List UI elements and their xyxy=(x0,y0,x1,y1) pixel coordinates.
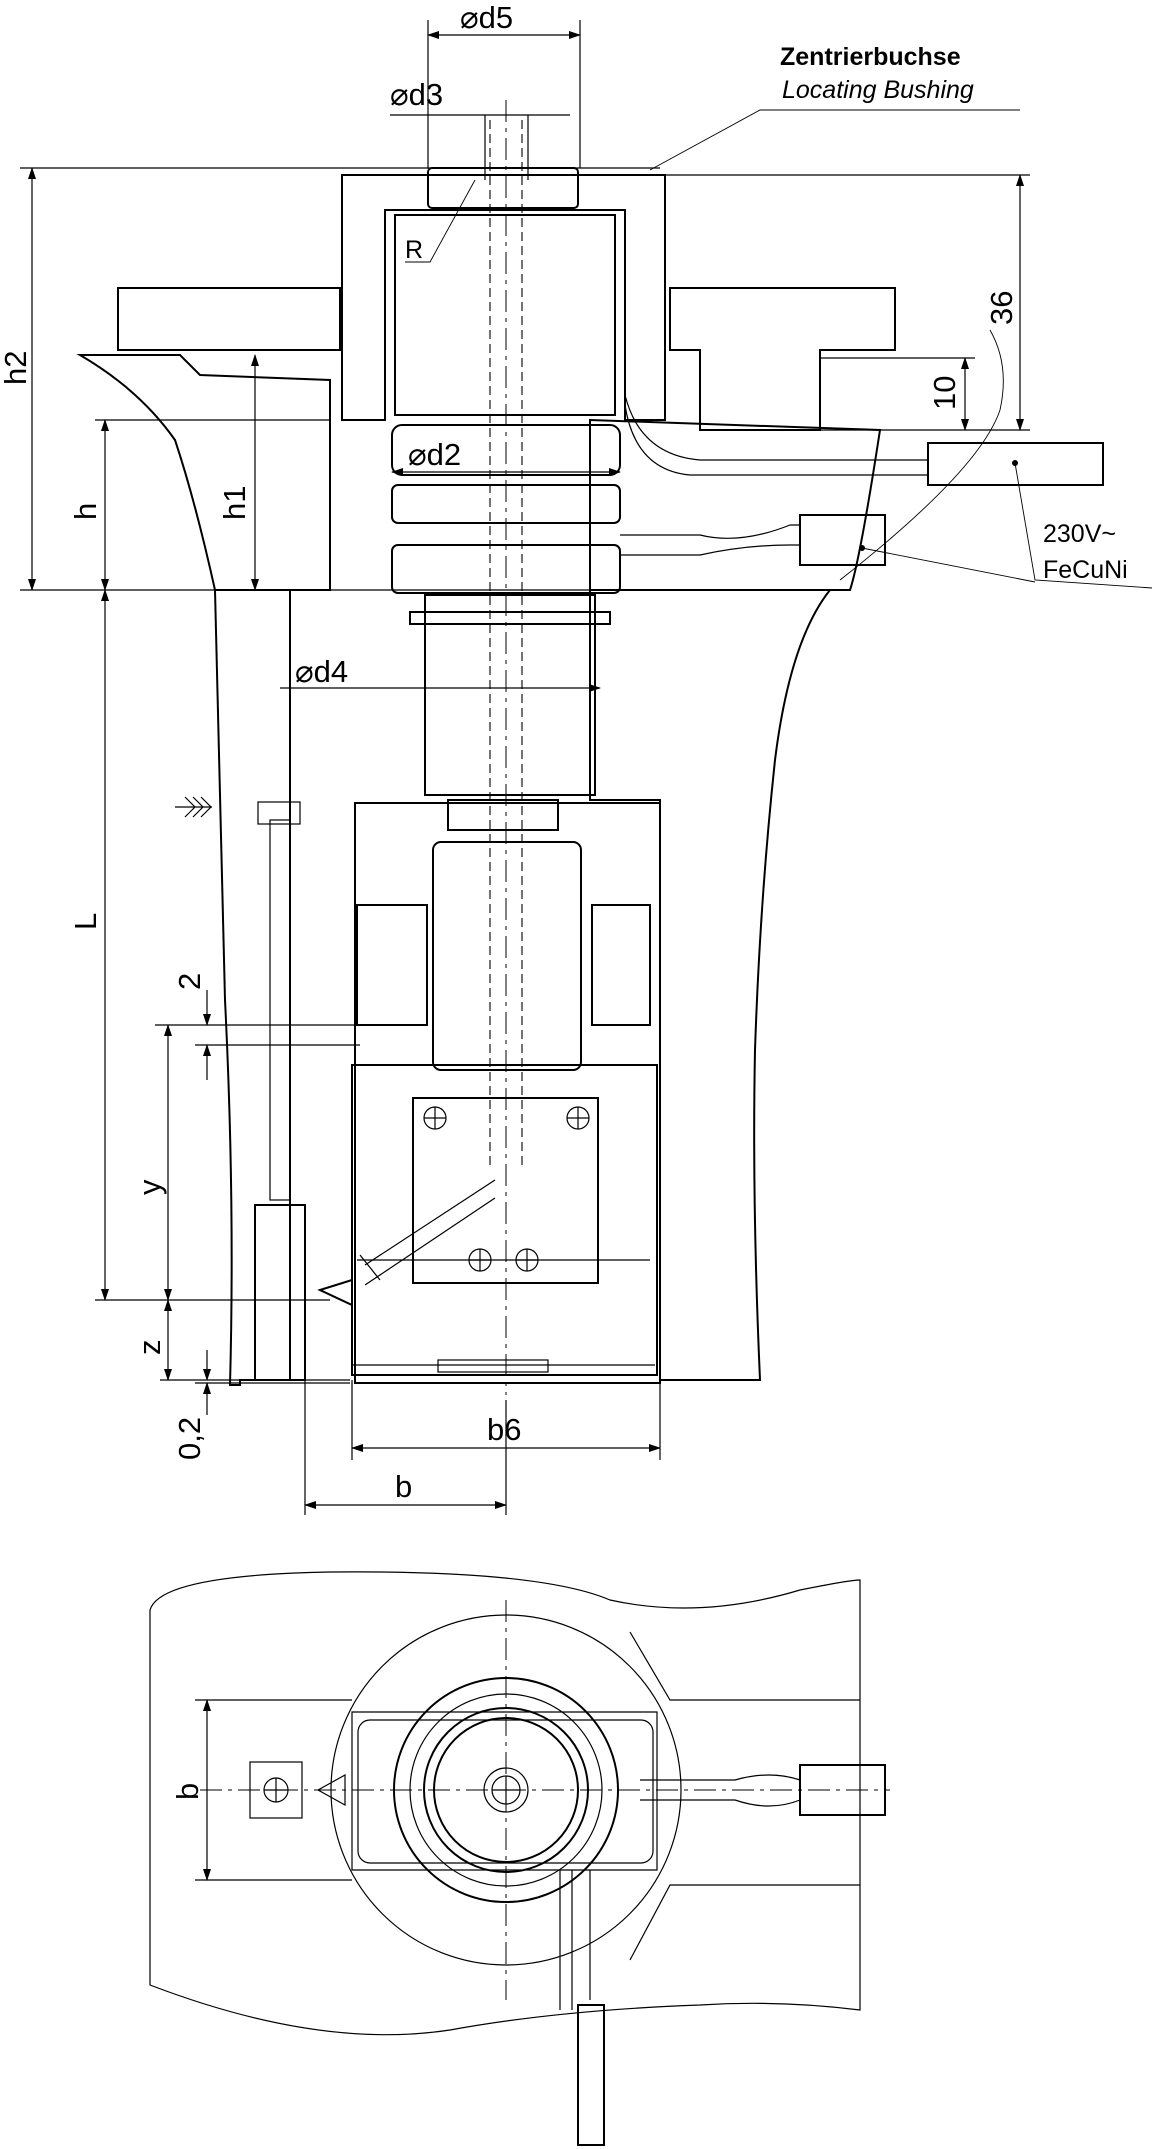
screw-head-4 xyxy=(515,1248,539,1272)
screw-head-1 xyxy=(423,1106,447,1130)
label-R: R xyxy=(405,236,423,264)
label-material: FeCuNi xyxy=(1043,556,1128,584)
section-view xyxy=(76,100,1152,1395)
label-L: L xyxy=(68,913,103,930)
screw-left xyxy=(356,904,428,1026)
cable-lower xyxy=(620,524,800,539)
label-d5: ⌀d5 xyxy=(460,0,513,35)
label-plan-b: b xyxy=(170,1783,205,1800)
plunger-tip xyxy=(437,1359,549,1373)
label-title-en: Locating Bushing xyxy=(782,76,974,104)
flange xyxy=(117,287,341,351)
label-0-2: 0,2 xyxy=(172,1417,207,1460)
spindle-collar xyxy=(409,611,611,625)
ring-lower xyxy=(391,544,621,594)
nut xyxy=(447,799,559,831)
label-2: 2 xyxy=(172,973,207,990)
plan-pin-block xyxy=(249,1761,303,1819)
label-d3: ⌀d3 xyxy=(390,77,443,112)
plan-housing xyxy=(351,1711,658,1871)
label-title-de: Zentrierbuchse xyxy=(780,43,961,71)
label-h1: h1 xyxy=(217,486,252,520)
plan-connector xyxy=(799,1764,886,1816)
plan-outline xyxy=(149,1571,861,2036)
dimensions xyxy=(20,20,1030,1515)
upper-plate-left xyxy=(76,354,331,591)
labels: ⌀d5 ⌀d3 ⌀d2 ⌀d4 R Zentrierbuchse Locatin… xyxy=(0,0,1128,1504)
flange-right xyxy=(669,287,896,431)
base-body-right xyxy=(589,589,833,1381)
label-b6: b6 xyxy=(487,1412,521,1447)
base-body xyxy=(213,589,291,1386)
bushing-bore xyxy=(394,214,616,416)
ejector-rod xyxy=(269,819,291,1201)
housing xyxy=(351,1064,658,1376)
label-voltage: 230V~ xyxy=(1043,520,1116,548)
connector-upper xyxy=(927,442,1104,486)
label-d2: ⌀d2 xyxy=(408,437,461,472)
side-pin xyxy=(254,1204,306,1381)
cable-upper xyxy=(624,394,928,461)
label-d4: ⌀d4 xyxy=(295,654,348,689)
upper-plate-right xyxy=(589,418,882,591)
plan-cable-plug xyxy=(577,2004,605,2146)
label-10: 10 xyxy=(927,376,962,410)
label-z: z xyxy=(132,1340,167,1356)
triple-chevron-arrow-icon xyxy=(175,796,212,818)
plan-view: b xyxy=(149,1571,890,2146)
spindle-lower xyxy=(432,841,582,1071)
label-h2: h2 xyxy=(0,351,33,385)
pocket xyxy=(354,802,661,1384)
label-b: b xyxy=(395,1469,412,1504)
screw-head-3 xyxy=(468,1248,492,1272)
screw-head-2 xyxy=(566,1106,590,1130)
bushing-body xyxy=(341,174,666,421)
label-y: y xyxy=(132,1179,167,1195)
spindle-upper xyxy=(424,594,596,796)
label-h: h xyxy=(68,503,103,520)
screw-right xyxy=(591,904,651,1026)
label-36: 36 xyxy=(984,291,1019,325)
connector-lower xyxy=(799,514,886,566)
